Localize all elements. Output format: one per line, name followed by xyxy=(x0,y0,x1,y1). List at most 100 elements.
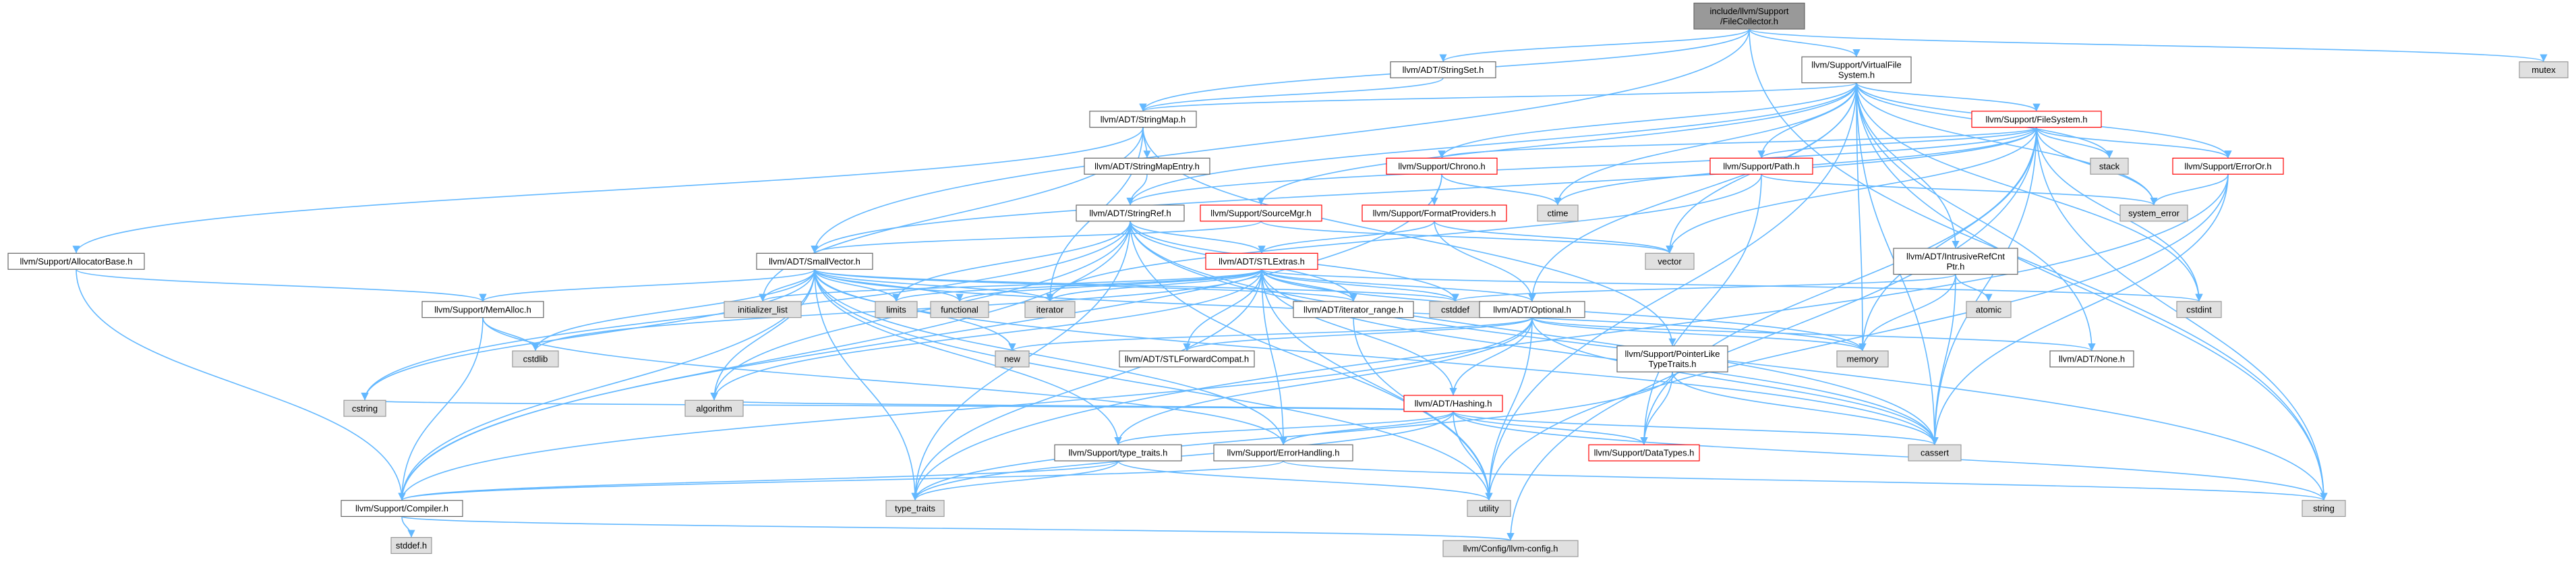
node-box xyxy=(390,537,432,555)
edge-pointerliketypetraits-to-datatypes xyxy=(1640,372,1673,445)
node-label: llvm/ADT/STLForwardCompat.h xyxy=(1125,354,1249,364)
edge-optional-to-hashing xyxy=(1449,317,1533,396)
node-iterator: iterator xyxy=(1024,301,1076,318)
node-label: llvm/ADT/StringRef.h xyxy=(1089,208,1171,218)
node-stringset[interactable]: llvm/ADT/StringSet.h xyxy=(1390,61,1496,78)
edge-path-to-systemerror xyxy=(1761,173,2158,206)
node-errorhandling[interactable]: llvm/Support/ErrorHandling.h xyxy=(1213,444,1353,461)
node-box xyxy=(1467,500,1511,517)
edge-stlextras-to-initializerlist xyxy=(759,269,1262,302)
node-smallvector[interactable]: llvm/ADT/SmallVector.h xyxy=(756,252,873,270)
node-stlextras[interactable]: llvm/ADT/STLExtras.h xyxy=(1205,252,1318,270)
edge-filesystem-to-stack xyxy=(2036,127,2113,159)
node-memalloc[interactable]: llvm/Support/MemAlloc.h xyxy=(421,301,544,318)
edge-stlextras-to-algorithm xyxy=(710,269,1262,401)
node-label: System.h xyxy=(1838,69,1875,80)
node-box xyxy=(2519,61,2569,78)
edge-smallvector-to-initializerlist xyxy=(759,269,815,302)
node-box xyxy=(1084,157,1210,175)
node-box xyxy=(724,301,802,318)
edge-stringref-to-cassert xyxy=(1130,221,1939,445)
edge-root-to-smallvector xyxy=(811,29,1750,254)
node-box xyxy=(1054,444,1182,461)
node-label: TypeTraits.h xyxy=(1648,359,1696,369)
edge-filesystem-to-cassert xyxy=(1931,127,2037,445)
node-typetraitsh[interactable]: llvm/Support/type_traits.h xyxy=(1054,444,1182,461)
edge-allocatorbase-to-compiler xyxy=(76,269,406,501)
node-path[interactable]: llvm/Support/Path.h xyxy=(1709,157,1813,175)
node-chrono[interactable]: llvm/Support/Chrono.h xyxy=(1386,157,1498,175)
node-new: new xyxy=(995,350,1030,368)
node-box xyxy=(1893,248,2018,275)
edge-formatproviders-to-vector xyxy=(1434,221,1674,254)
edge-optional-to-stlforwardcompat xyxy=(1183,316,1533,352)
edge-vfs-to-filesystem xyxy=(1856,82,2041,112)
node-label: limits xyxy=(886,304,906,314)
node-box xyxy=(1836,350,1889,368)
node-box xyxy=(1971,111,2102,128)
node-root[interactable]: include/llvm/Support/FileCollector.h xyxy=(1693,2,1805,30)
node-label: cstddef xyxy=(1441,304,1469,314)
node-sourcemgr[interactable]: llvm/Support/SourceMgr.h xyxy=(1200,204,1322,222)
edge-layer xyxy=(72,28,2548,541)
node-box xyxy=(2176,301,2222,318)
node-label: llvm/Support/SourceMgr.h xyxy=(1210,208,1312,218)
edge-optional-to-compiler xyxy=(398,317,1533,501)
node-label: Ptr.h xyxy=(1947,261,1965,271)
node-allocatorbase[interactable]: llvm/Support/AllocatorBase.h xyxy=(7,252,145,270)
node-label: atomic xyxy=(1976,304,2002,314)
node-label: llvm/Config/llvm-config.h xyxy=(1463,544,1558,554)
node-stlforwardcompat[interactable]: llvm/ADT/STLForwardCompat.h xyxy=(1119,350,1255,368)
edge-formatproviders-to-optional xyxy=(1434,221,1536,302)
node-stringref[interactable]: llvm/ADT/StringRef.h xyxy=(1076,204,1185,222)
node-box xyxy=(875,301,918,318)
edge-filesystem-to-path xyxy=(1757,126,2037,159)
node-hashing[interactable]: llvm/ADT/Hashing.h xyxy=(1403,395,1503,412)
edge-vfs-to-stringmap xyxy=(1139,82,1857,112)
edge-hashing-to-datatypes xyxy=(1453,411,1648,445)
edge-smallvector-to-typetraits xyxy=(814,269,919,501)
node-memory: memory xyxy=(1836,350,1889,368)
node-label: llvm/ADT/Optional.h xyxy=(1493,304,1571,314)
node-label: llvm/ADT/StringMap.h xyxy=(1101,114,1185,124)
edge-intrusiverefcntptr-to-memory xyxy=(1858,274,1956,352)
node-filesystem[interactable]: llvm/Support/FileSystem.h xyxy=(1971,111,2102,128)
node-stringmapentry[interactable]: llvm/ADT/StringMapEntry.h xyxy=(1084,157,1210,175)
node-label: mutex xyxy=(2531,65,2556,75)
node-label: llvm/ADT/iterator_range.h xyxy=(1304,304,1403,314)
node-label: llvm/ADT/IntrusiveRefCnt xyxy=(1906,251,2005,261)
node-cstddef: cstddef xyxy=(1429,301,1482,318)
edge-filesystem-to-cstdint xyxy=(2036,127,2203,302)
edge-typetraitsh-to-utility xyxy=(1117,460,1493,501)
node-label: cassert xyxy=(1921,448,1949,458)
node-compiler[interactable]: llvm/Support/Compiler.h xyxy=(341,500,463,517)
node-box xyxy=(1537,204,1579,222)
node-box xyxy=(1403,395,1503,412)
edge-filesystem-to-datatypes xyxy=(1640,127,2037,445)
edge-smallvector-to-utility xyxy=(814,269,1493,501)
node-optional[interactable]: llvm/ADT/Optional.h xyxy=(1479,301,1585,318)
node-erroror[interactable]: llvm/Support/ErrorOr.h xyxy=(2172,157,2284,175)
node-layer: include/llvm/Support/FileCollector.h llvm… xyxy=(7,2,2569,557)
edge-hashing-to-errorhandling xyxy=(1279,411,1454,445)
edge-typetraitsh-to-typetraits xyxy=(911,460,1119,501)
edge-optional-to-memory xyxy=(1531,316,1867,352)
node-stringmap[interactable]: llvm/ADT/StringMap.h xyxy=(1089,111,1197,128)
node-box xyxy=(995,350,1030,368)
edge-erroror-to-cassert xyxy=(1931,174,2229,445)
node-systemerror: system_error xyxy=(2119,204,2188,222)
node-none[interactable]: llvm/ADT/None.h xyxy=(2049,350,2134,368)
node-box xyxy=(2049,350,2134,368)
edge-root-to-mutex xyxy=(1749,28,2548,63)
edge-hashing-to-typetraits xyxy=(911,411,1454,501)
node-formatproviders[interactable]: llvm/Support/FormatProviders.h xyxy=(1362,204,1507,222)
node-datatypes[interactable]: llvm/Support/DataTypes.h xyxy=(1588,444,1700,461)
edge-root-to-vfs xyxy=(1749,28,1861,57)
node-label: llvm/Support/AllocatorBase.h xyxy=(20,256,133,266)
edge-stlextras-to-errorhandling xyxy=(1261,269,1287,445)
node-iteratorrange[interactable]: llvm/ADT/iterator_range.h xyxy=(1293,301,1414,318)
edge-vfs-to-none xyxy=(1856,82,2096,352)
